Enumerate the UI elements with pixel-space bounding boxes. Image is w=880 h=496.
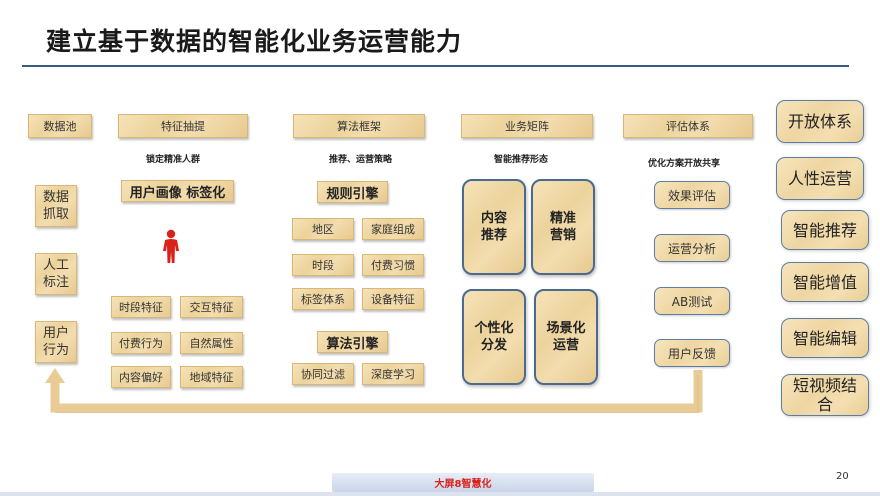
- rules-item-region: 地区: [292, 218, 354, 240]
- feature-tag-payment: 付费行为: [111, 332, 171, 354]
- matrix-scenario-operation: 场景化运营: [534, 289, 598, 385]
- rules-item-time: 时段: [292, 254, 354, 276]
- data-pool-manual-label: 人工标注: [35, 253, 77, 295]
- feature-tag-time: 时段特征: [111, 296, 171, 318]
- rules-item-device: 设备特征: [362, 288, 424, 310]
- caption-algo: 推荐、运营策略: [329, 155, 393, 165]
- caption-matrix: 智能推荐形态: [494, 155, 549, 165]
- eval-user-feedback: 用户反馈: [654, 339, 730, 367]
- user-profile-tagging: 用户画像 标签化: [121, 180, 234, 202]
- algo-item-deep-learning: 深度学习: [362, 363, 424, 385]
- title-rule: [22, 65, 849, 67]
- header-business-matrix: 业务矩阵: [461, 114, 593, 138]
- capability-open-system: 开放体系: [776, 100, 864, 143]
- feature-tag-region: 地域特征: [180, 366, 243, 388]
- algo-item-collab-filter: 协同过滤: [292, 363, 354, 385]
- rules-item-tag-system: 标签体系: [292, 288, 354, 310]
- eval-operation-analysis: 运营分析: [654, 234, 730, 262]
- feature-tag-interaction: 交互特征: [180, 296, 243, 318]
- person-icon: [163, 229, 179, 263]
- data-pool-user-behavior: 用户行为: [35, 321, 77, 363]
- data-pool-scrape: 数据抓取: [35, 185, 77, 227]
- matrix-personalized-delivery: 个性化分发: [462, 289, 526, 385]
- caption-eval: 优化方案开放共享: [648, 159, 721, 169]
- capability-smart-recommend: 智能推荐: [781, 210, 869, 250]
- algorithm-engine: 算法引擎: [317, 331, 388, 353]
- footer-line: [0, 492, 880, 496]
- capability-short-video: 短视频结合: [781, 374, 869, 416]
- header-feature-extraction: 特征抽提: [118, 114, 248, 138]
- rules-engine: 规则引擎: [317, 181, 388, 203]
- capability-smart-edit: 智能编辑: [781, 318, 869, 358]
- page-title: 建立基于数据的智能化业务运营能力: [46, 27, 463, 56]
- page-number: 20: [836, 471, 849, 482]
- header-evaluation-system: 评估体系: [623, 114, 753, 138]
- rules-item-payment-habit: 付费习惯: [362, 254, 424, 276]
- eval-effect-assessment: 效果评估: [654, 181, 730, 209]
- eval-ab-test: AB测试: [654, 287, 730, 315]
- capability-humanized-operation: 人性运营: [776, 157, 864, 200]
- capability-smart-value-add: 智能增值: [781, 262, 869, 302]
- rules-item-family: 家庭组成: [362, 218, 424, 240]
- feature-tag-content: 内容偏好: [111, 366, 171, 388]
- feature-tag-natural: 自然属性: [180, 332, 243, 354]
- caption-feature: 锁定精准人群: [146, 155, 201, 165]
- matrix-content-recommend: 内容推荐: [462, 179, 526, 275]
- matrix-precision-marketing: 精准营销: [531, 179, 595, 275]
- header-data-pool: 数据池: [28, 114, 92, 138]
- header-algorithm-framework: 算法框架: [293, 114, 425, 138]
- footer-brand: 大屏8智慧化: [332, 473, 594, 492]
